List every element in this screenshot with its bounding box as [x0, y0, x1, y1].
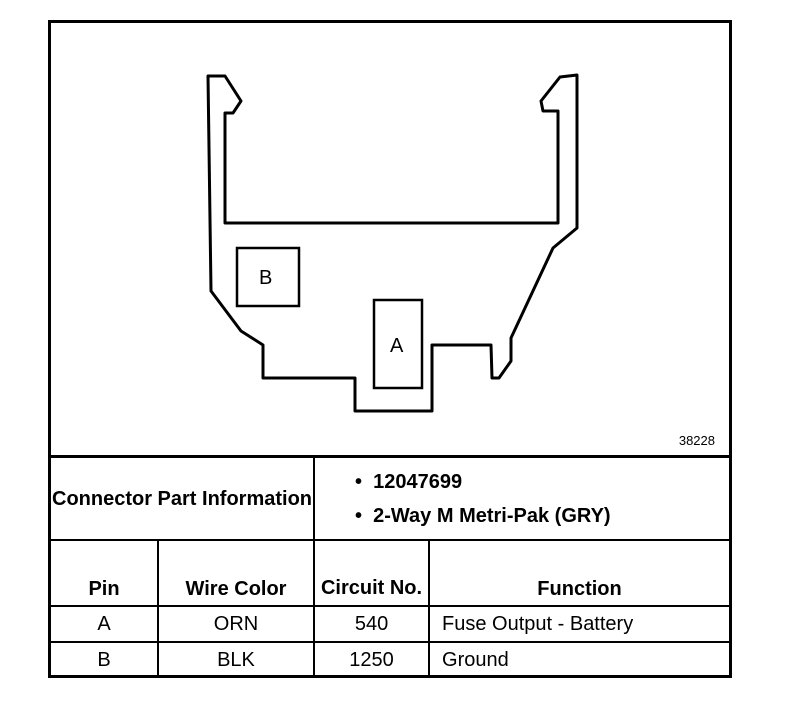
row-b-pin: B [51, 641, 159, 678]
header-function: Function [428, 539, 730, 607]
header-pin: Pin [51, 539, 159, 607]
row-a-function: Fuse Output - Battery [428, 605, 730, 643]
pin-b-label: B [259, 267, 273, 289]
row-a-pin: A [51, 605, 159, 643]
table-row: B BLK 1250 Ground [51, 641, 730, 678]
row-a-circuit: 540 [313, 605, 431, 643]
row-b-circuit: 1250 [313, 641, 431, 678]
table-header-row: Pin Wire Color Circuit No. Function [51, 539, 730, 607]
connector-info-label: Connector Part Information [51, 458, 316, 541]
connector-frame: B A 38228 Connector Part Information 120… [48, 20, 732, 678]
table-row: A ORN 540 Fuse Output - Battery [51, 605, 730, 643]
part-number: 12047699 [355, 465, 729, 499]
connector-table: Connector Part Information 12047699 2-Wa… [51, 458, 730, 678]
connector-info-values: 12047699 2-Way M Metri-Pak (GRY) [313, 458, 730, 541]
figure-number: 38228 [678, 433, 715, 448]
row-b-function: Ground [428, 641, 730, 678]
header-wire-color: Wire Color [156, 539, 316, 607]
part-description: 2-Way M Metri-Pak (GRY) [355, 499, 729, 533]
connector-outline [206, 73, 579, 413]
connector-diagram: B A 38228 [51, 23, 729, 458]
connector-info-row: Connector Part Information 12047699 2-Wa… [51, 458, 730, 541]
pin-a-label: A [390, 335, 404, 357]
row-b-wire-color: BLK [156, 641, 316, 678]
row-a-wire-color: ORN [156, 605, 316, 643]
header-circuit-no: Circuit No. [313, 539, 431, 607]
